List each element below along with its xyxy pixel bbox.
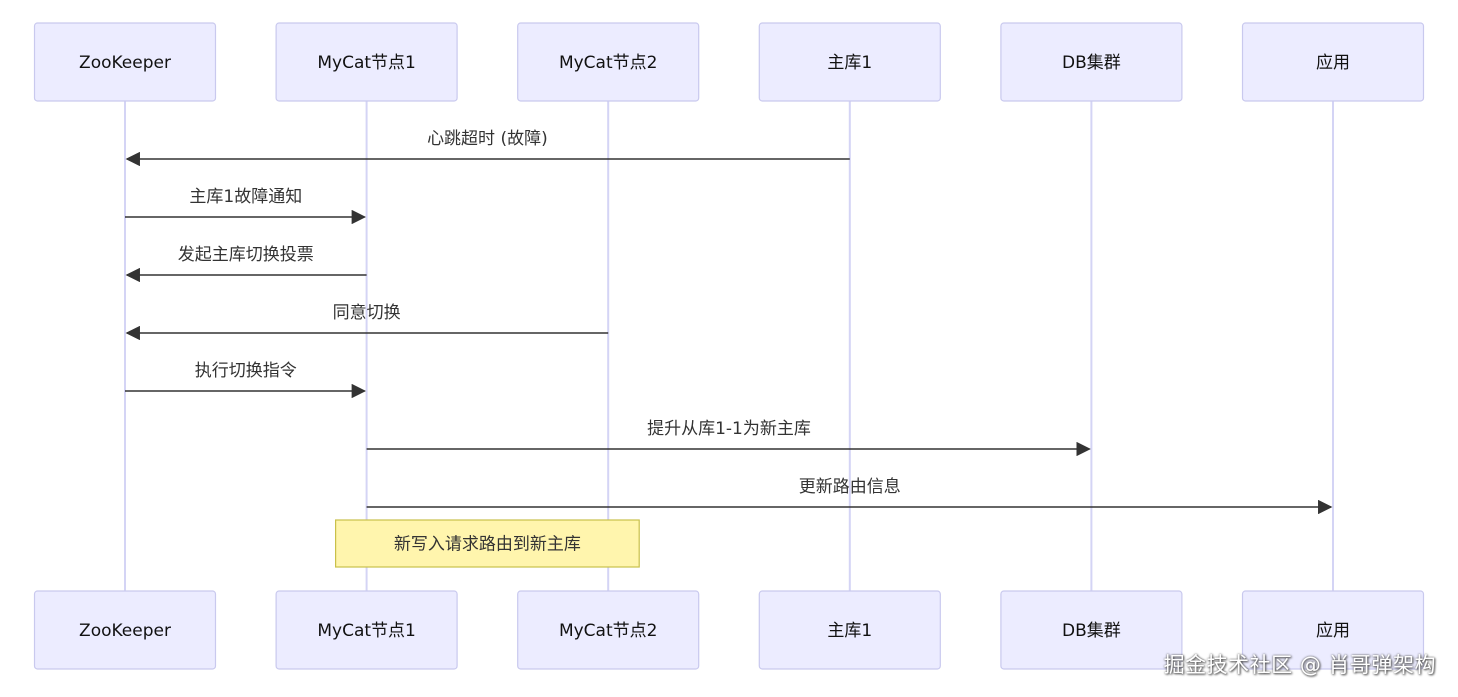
watermark-text: 掘金技术社区 @ 肖哥弹架构 <box>1163 653 1436 677</box>
actor-box <box>1241 22 1425 102</box>
actor-bottom-p1: 主库1 <box>758 590 941 670</box>
message-label: 发起主库切换投票 <box>178 245 314 265</box>
actor-top-m2: MyCat节点2 <box>517 22 700 102</box>
note-label: 新写入请求路由到新主库 <box>394 535 581 555</box>
message-label: 同意切换 <box>333 303 401 323</box>
actor-box <box>33 590 217 670</box>
message-3: 发起主库切换投票 <box>125 245 367 283</box>
actor-box <box>758 590 941 670</box>
message-5: 执行切换指令 <box>125 361 367 399</box>
actor-bottom-m2: MyCat节点2 <box>517 590 700 670</box>
actor-box <box>1241 590 1425 670</box>
actor-label: DB集群 <box>1062 53 1121 73</box>
actor-box <box>517 590 700 670</box>
actor-label: DB集群 <box>1062 621 1121 641</box>
message-6: 提升从库1-1为新主库 <box>366 419 1091 457</box>
message-label: 更新路由信息 <box>799 477 901 497</box>
note: 新写入请求路由到新主库 <box>335 519 640 568</box>
message-7: 更新路由信息 <box>366 477 1333 515</box>
actor-label: MyCat节点2 <box>559 53 658 73</box>
actor-label: ZooKeeper <box>79 53 171 73</box>
actor-top-zk: ZooKeeper <box>33 22 217 102</box>
actor-box <box>275 22 458 102</box>
actor-label: 应用 <box>1316 53 1350 73</box>
actor-top-app: 应用 <box>1241 22 1425 102</box>
actor-label: ZooKeeper <box>79 621 171 641</box>
actor-label: MyCat节点1 <box>317 621 416 641</box>
message-1: 心跳超时 (故障) <box>125 129 850 167</box>
actor-box <box>517 22 700 102</box>
message-label: 主库1故障通知 <box>189 187 302 207</box>
actor-label: MyCat节点1 <box>317 53 416 73</box>
actor-top-db: DB集群 <box>1000 22 1183 102</box>
message-label: 心跳超时 (故障) <box>427 129 548 149</box>
actor-box <box>1000 590 1183 670</box>
note-box <box>335 519 640 568</box>
message-2: 主库1故障通知 <box>125 187 367 225</box>
actor-label: 主库1 <box>827 621 872 641</box>
actor-bottom-m1: MyCat节点1 <box>275 590 458 670</box>
actor-label: 应用 <box>1316 621 1350 641</box>
actor-top-p1: 主库1 <box>758 22 941 102</box>
message-label: 执行切换指令 <box>195 361 297 381</box>
message-4: 同意切换 <box>125 303 609 341</box>
actor-label: MyCat节点2 <box>559 621 658 641</box>
actor-bottom-zk: ZooKeeper <box>33 590 217 670</box>
actor-label: 主库1 <box>827 53 872 73</box>
actor-box <box>275 590 458 670</box>
actor-box <box>33 22 217 102</box>
message-label: 提升从库1-1为新主库 <box>647 419 811 439</box>
actor-bottom-db: DB集群 <box>1000 590 1183 670</box>
actor-box <box>1000 22 1183 102</box>
actor-top-m1: MyCat节点1 <box>275 22 458 102</box>
actor-bottom-app: 应用 <box>1241 590 1425 670</box>
actor-box <box>758 22 941 102</box>
